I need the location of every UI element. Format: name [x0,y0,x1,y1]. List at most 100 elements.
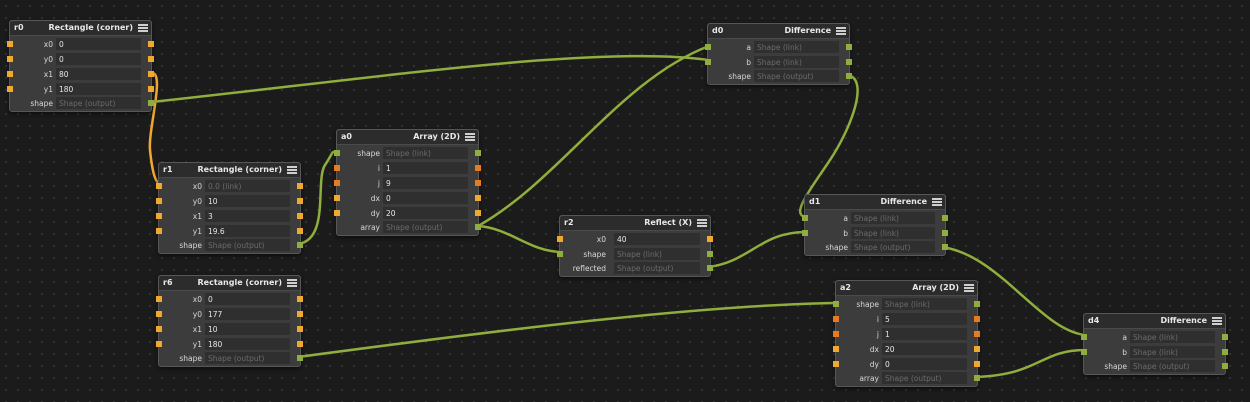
x1-field[interactable] [205,210,290,222]
output-port-dx[interactable] [475,195,481,201]
output-port-array[interactable] [475,224,481,230]
j-field[interactable] [882,328,967,340]
node-header[interactable]: a0 Array (2D) [337,130,478,145]
input-port-y1[interactable] [7,86,13,92]
i-field[interactable] [882,313,967,325]
node-d1[interactable]: d1 Difference a b shape [802,194,948,256]
shape-link-field[interactable] [383,147,468,159]
x1-field[interactable] [56,68,141,80]
input-port-dx[interactable] [833,346,839,352]
input-port-y0[interactable] [156,198,162,204]
y1-field[interactable] [205,338,290,350]
input-port-dy[interactable] [833,361,839,367]
x0-field[interactable] [205,293,290,305]
output-port-x1[interactable] [297,213,303,219]
node-a0[interactable]: a0 Array (2D) shape i j dx dy array [334,129,481,236]
y1-field[interactable] [56,83,141,95]
shape-link-field[interactable] [882,298,967,310]
x0-field[interactable] [56,38,141,50]
output-port-i[interactable] [475,165,481,171]
node-header[interactable]: r1 Rectangle (corner) [159,163,300,178]
array-output-field[interactable] [882,372,967,384]
b-link-field[interactable] [851,227,935,239]
input-port-shape[interactable] [557,251,563,257]
y1-field[interactable] [205,225,290,237]
input-port-i[interactable] [833,316,839,322]
output-port-shape[interactable] [475,150,481,156]
y0-field[interactable] [56,53,141,65]
wire-a0-array-to-r2-shape[interactable] [477,224,563,254]
output-port-dy[interactable] [475,210,481,216]
array-output-field[interactable] [383,221,468,233]
input-port-x1[interactable] [156,326,162,332]
output-port-y1[interactable] [297,228,303,234]
output-port-x1[interactable] [297,326,303,332]
input-port-x0[interactable] [557,236,563,242]
output-port-x0[interactable] [297,296,303,302]
wire-r2-reflected-to-d1-b[interactable] [707,230,807,269]
output-port-y1[interactable] [148,86,154,92]
output-port-y0[interactable] [297,198,303,204]
output-port-x0[interactable] [297,183,303,189]
menu-icon[interactable] [836,26,846,36]
output-port-shape[interactable] [974,301,980,307]
output-port-shape[interactable] [1222,363,1228,369]
node-d4[interactable]: d4 Difference a b shape [1081,313,1228,375]
wire-r0-shape-to-d0-b[interactable] [151,54,710,104]
menu-icon[interactable] [697,218,707,228]
input-port-dy[interactable] [334,210,340,216]
shape-output-field[interactable] [205,352,290,364]
node-header[interactable]: r0 Rectangle (corner) [10,21,151,36]
input-port-y1[interactable] [156,341,162,347]
output-port-shape[interactable] [846,73,852,79]
output-port-shape[interactable] [707,251,713,257]
wire-a2-array-to-d4-b[interactable] [974,348,1086,379]
shape-link-field[interactable] [614,248,700,260]
i-field[interactable] [383,162,468,174]
output-port-a[interactable] [942,215,948,221]
node-header[interactable]: a2 Array (2D) [836,281,977,296]
node-r2[interactable]: r2 Reflect (X) x0 shape reflected [557,215,713,277]
input-port-dx[interactable] [334,195,340,201]
output-port-y0[interactable] [148,56,154,62]
output-port-b[interactable] [1222,349,1228,355]
output-port-y0[interactable] [297,311,303,317]
j-field[interactable] [383,177,468,189]
output-port-a[interactable] [1222,334,1228,340]
input-port-y1[interactable] [156,228,162,234]
dx-field[interactable] [882,343,967,355]
shape-output-field[interactable] [56,97,141,109]
menu-icon[interactable] [1212,316,1222,326]
input-port-x1[interactable] [156,213,162,219]
output-port-j[interactable] [475,180,481,186]
menu-icon[interactable] [138,23,148,33]
output-port-reflected[interactable] [707,265,713,271]
shape-output-field[interactable] [1130,360,1215,372]
menu-icon[interactable] [287,278,297,288]
input-port-a[interactable] [802,215,808,221]
input-port-a[interactable] [705,44,711,50]
output-port-x1[interactable] [148,71,154,77]
dx-field[interactable] [383,192,468,204]
dy-field[interactable] [882,358,967,370]
output-port-a[interactable] [846,44,852,50]
wire-a0-array-to-d0-a[interactable] [477,44,710,228]
output-port-shape[interactable] [148,100,154,106]
x0-field[interactable] [614,233,700,245]
input-port-y0[interactable] [156,311,162,317]
y0-field[interactable] [205,308,290,320]
menu-icon[interactable] [964,283,974,293]
a-link-field[interactable] [754,41,839,53]
wire-r1-shape-to-a0-shape[interactable] [297,150,339,246]
shape-output-field[interactable] [851,241,935,253]
menu-icon[interactable] [932,197,942,207]
y0-field[interactable] [205,195,290,207]
output-port-j[interactable] [974,331,980,337]
shape-output-field[interactable] [754,70,839,82]
node-r1[interactable]: r1 Rectangle (corner) x0 y0 x1 y1 shape [156,162,303,254]
input-port-shape[interactable] [334,150,340,156]
wire-r6-shape-to-a2-shape[interactable] [297,301,838,359]
input-port-j[interactable] [833,331,839,337]
input-port-x0[interactable] [7,41,13,47]
output-port-dx[interactable] [974,346,980,352]
